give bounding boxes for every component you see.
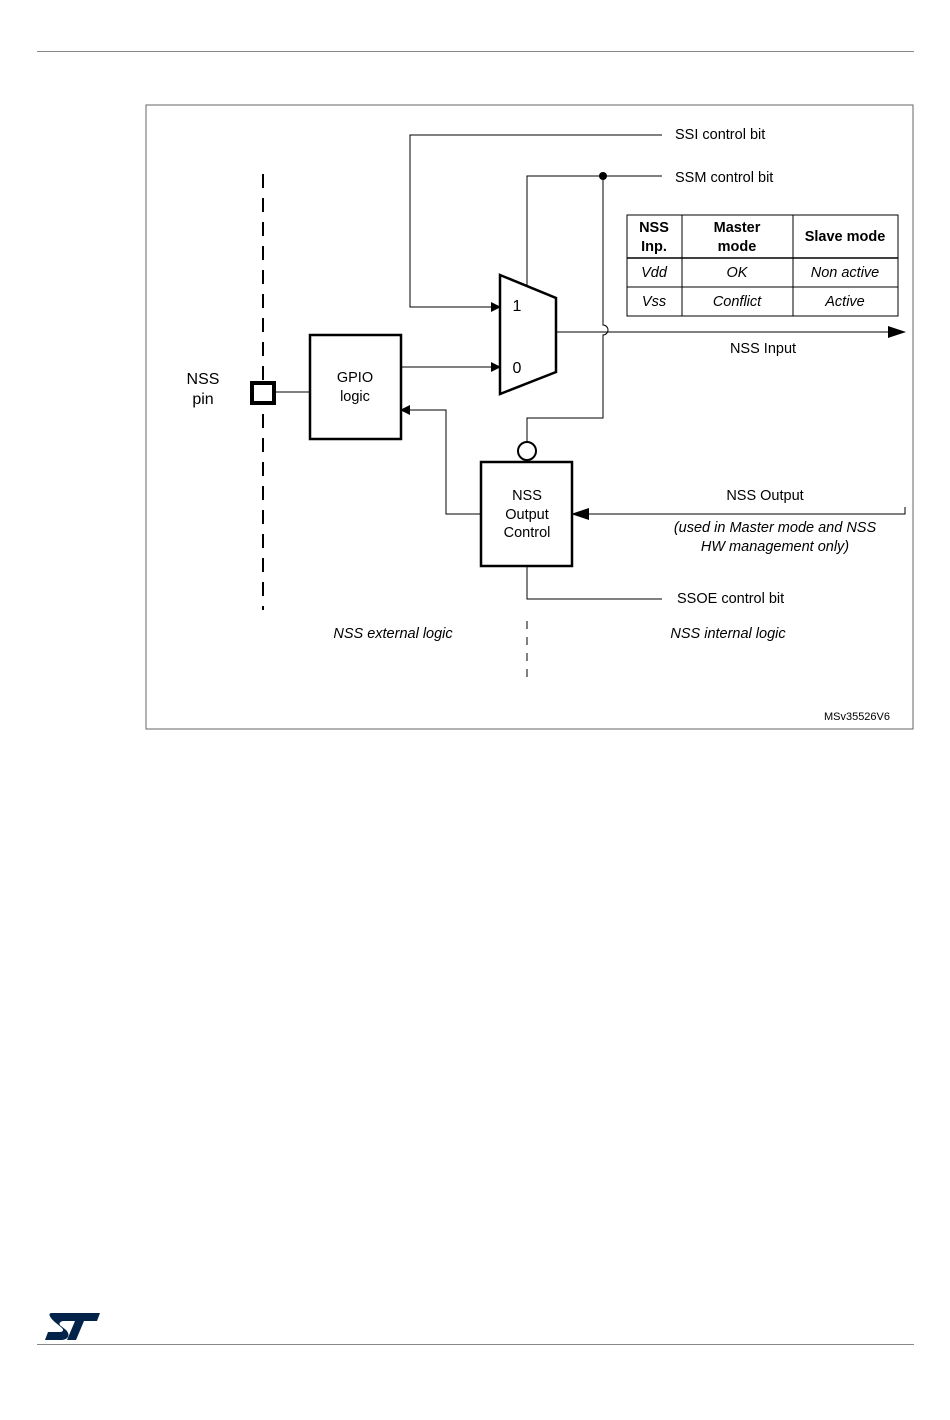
- nss-input-label: NSS Input: [730, 341, 796, 357]
- output-control-to-gpio-wire: [401, 410, 481, 514]
- ssm-label: SSM control bit: [675, 170, 773, 186]
- table-header-master-1: Master: [714, 220, 761, 236]
- mux-input-1-label: 1: [513, 298, 522, 315]
- gpio-logic-box: [310, 335, 401, 439]
- table-header-master-2: mode: [718, 239, 757, 255]
- ssoe-wire: [527, 566, 662, 599]
- internal-logic-label: NSS internal logic: [670, 626, 786, 642]
- output-control-label-3: Control: [504, 525, 551, 541]
- table-cell-ok: OK: [727, 265, 749, 281]
- nss-output-label: NSS Output: [726, 488, 803, 504]
- st-logo: [45, 1313, 100, 1340]
- ssi-wire: [410, 135, 662, 307]
- ssi-label: SSI control bit: [675, 127, 765, 143]
- table-header-slave: Slave mode: [805, 229, 886, 245]
- table-cell-conflict: Conflict: [713, 294, 762, 310]
- gpio-label-2: logic: [340, 389, 370, 405]
- table-cell-non-active: Non active: [811, 265, 880, 281]
- table-cell-vdd: Vdd: [641, 265, 668, 281]
- table-cell-active: Active: [824, 294, 865, 310]
- table-header-nss-1: NSS: [639, 220, 669, 236]
- truth-table: NSS Inp. Master mode Slave mode Vdd OK N…: [627, 215, 898, 316]
- multiplexer: [500, 275, 556, 394]
- nss-pin-label-1: NSS: [187, 371, 220, 388]
- ssoe-label: SSOE control bit: [677, 591, 784, 607]
- output-control-label-1: NSS: [512, 488, 542, 504]
- mux-input-0-label: 0: [513, 360, 522, 377]
- nss-output-wire: [572, 507, 905, 514]
- figure-frame: [146, 105, 913, 729]
- gpio-label-1: GPIO: [337, 370, 373, 386]
- table-header-nss-2: Inp.: [641, 239, 667, 255]
- nss-output-note-1: (used in Master mode and NSS: [674, 520, 877, 536]
- nss-pin-label-2: pin: [192, 391, 213, 408]
- nss-output-note-2: HW management only): [701, 539, 849, 555]
- nss-pin-square: [252, 383, 274, 403]
- inversion-bubble: [518, 442, 536, 460]
- table-cell-vss: Vss: [642, 294, 666, 310]
- figure-id: MSv35526V6: [824, 711, 890, 723]
- external-logic-label: NSS external logic: [333, 626, 453, 642]
- output-control-label-2: Output: [505, 507, 549, 523]
